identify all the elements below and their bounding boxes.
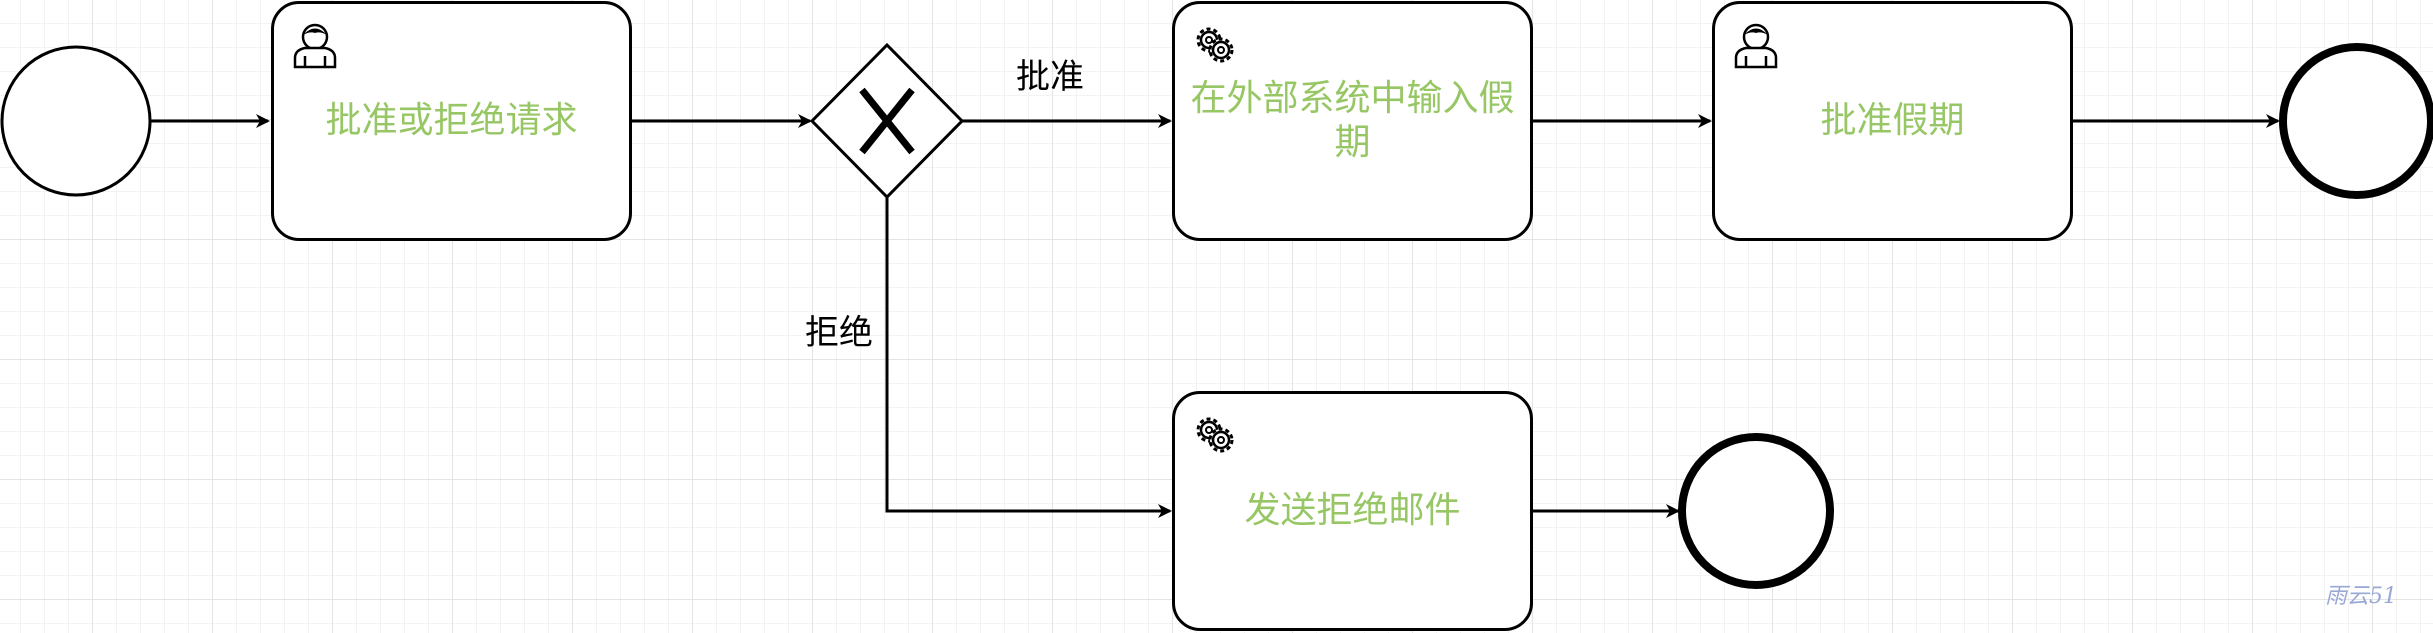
task-enter-external-system[interactable]: 在外部系统中输入假期 (1172, 1, 1533, 241)
task-approve-or-reject[interactable]: 批准或拒绝请求 (271, 1, 632, 241)
task-send-rejection-email[interactable]: 发送拒绝邮件 (1172, 391, 1533, 631)
end-event-approved[interactable] (2279, 43, 2433, 199)
task-label: 发送拒绝邮件 (1244, 490, 1461, 531)
task-approve-holiday[interactable]: 批准假期 (1712, 1, 2073, 241)
exclusive-gateway[interactable] (809, 42, 965, 200)
end-event-rejected[interactable] (1678, 433, 1834, 589)
flow-gateway-to-send-rejection[interactable] (885, 197, 1172, 518)
user-icon (1734, 23, 1778, 69)
start-event[interactable] (0, 45, 152, 197)
watermark: 雨云51 (2325, 584, 2397, 609)
x-icon (859, 87, 915, 155)
task-label: 批准假期 (1820, 100, 1965, 141)
edge-label-reject: 拒绝 (805, 313, 873, 353)
edge-label-approve: 批准 (1016, 57, 1084, 97)
user-icon (293, 23, 337, 69)
gear-icon (1196, 417, 1234, 453)
task-label: 在外部系统中输入假期 (1190, 78, 1515, 163)
task-label: 批准或拒绝请求 (325, 100, 578, 141)
gear-icon (1196, 27, 1234, 63)
